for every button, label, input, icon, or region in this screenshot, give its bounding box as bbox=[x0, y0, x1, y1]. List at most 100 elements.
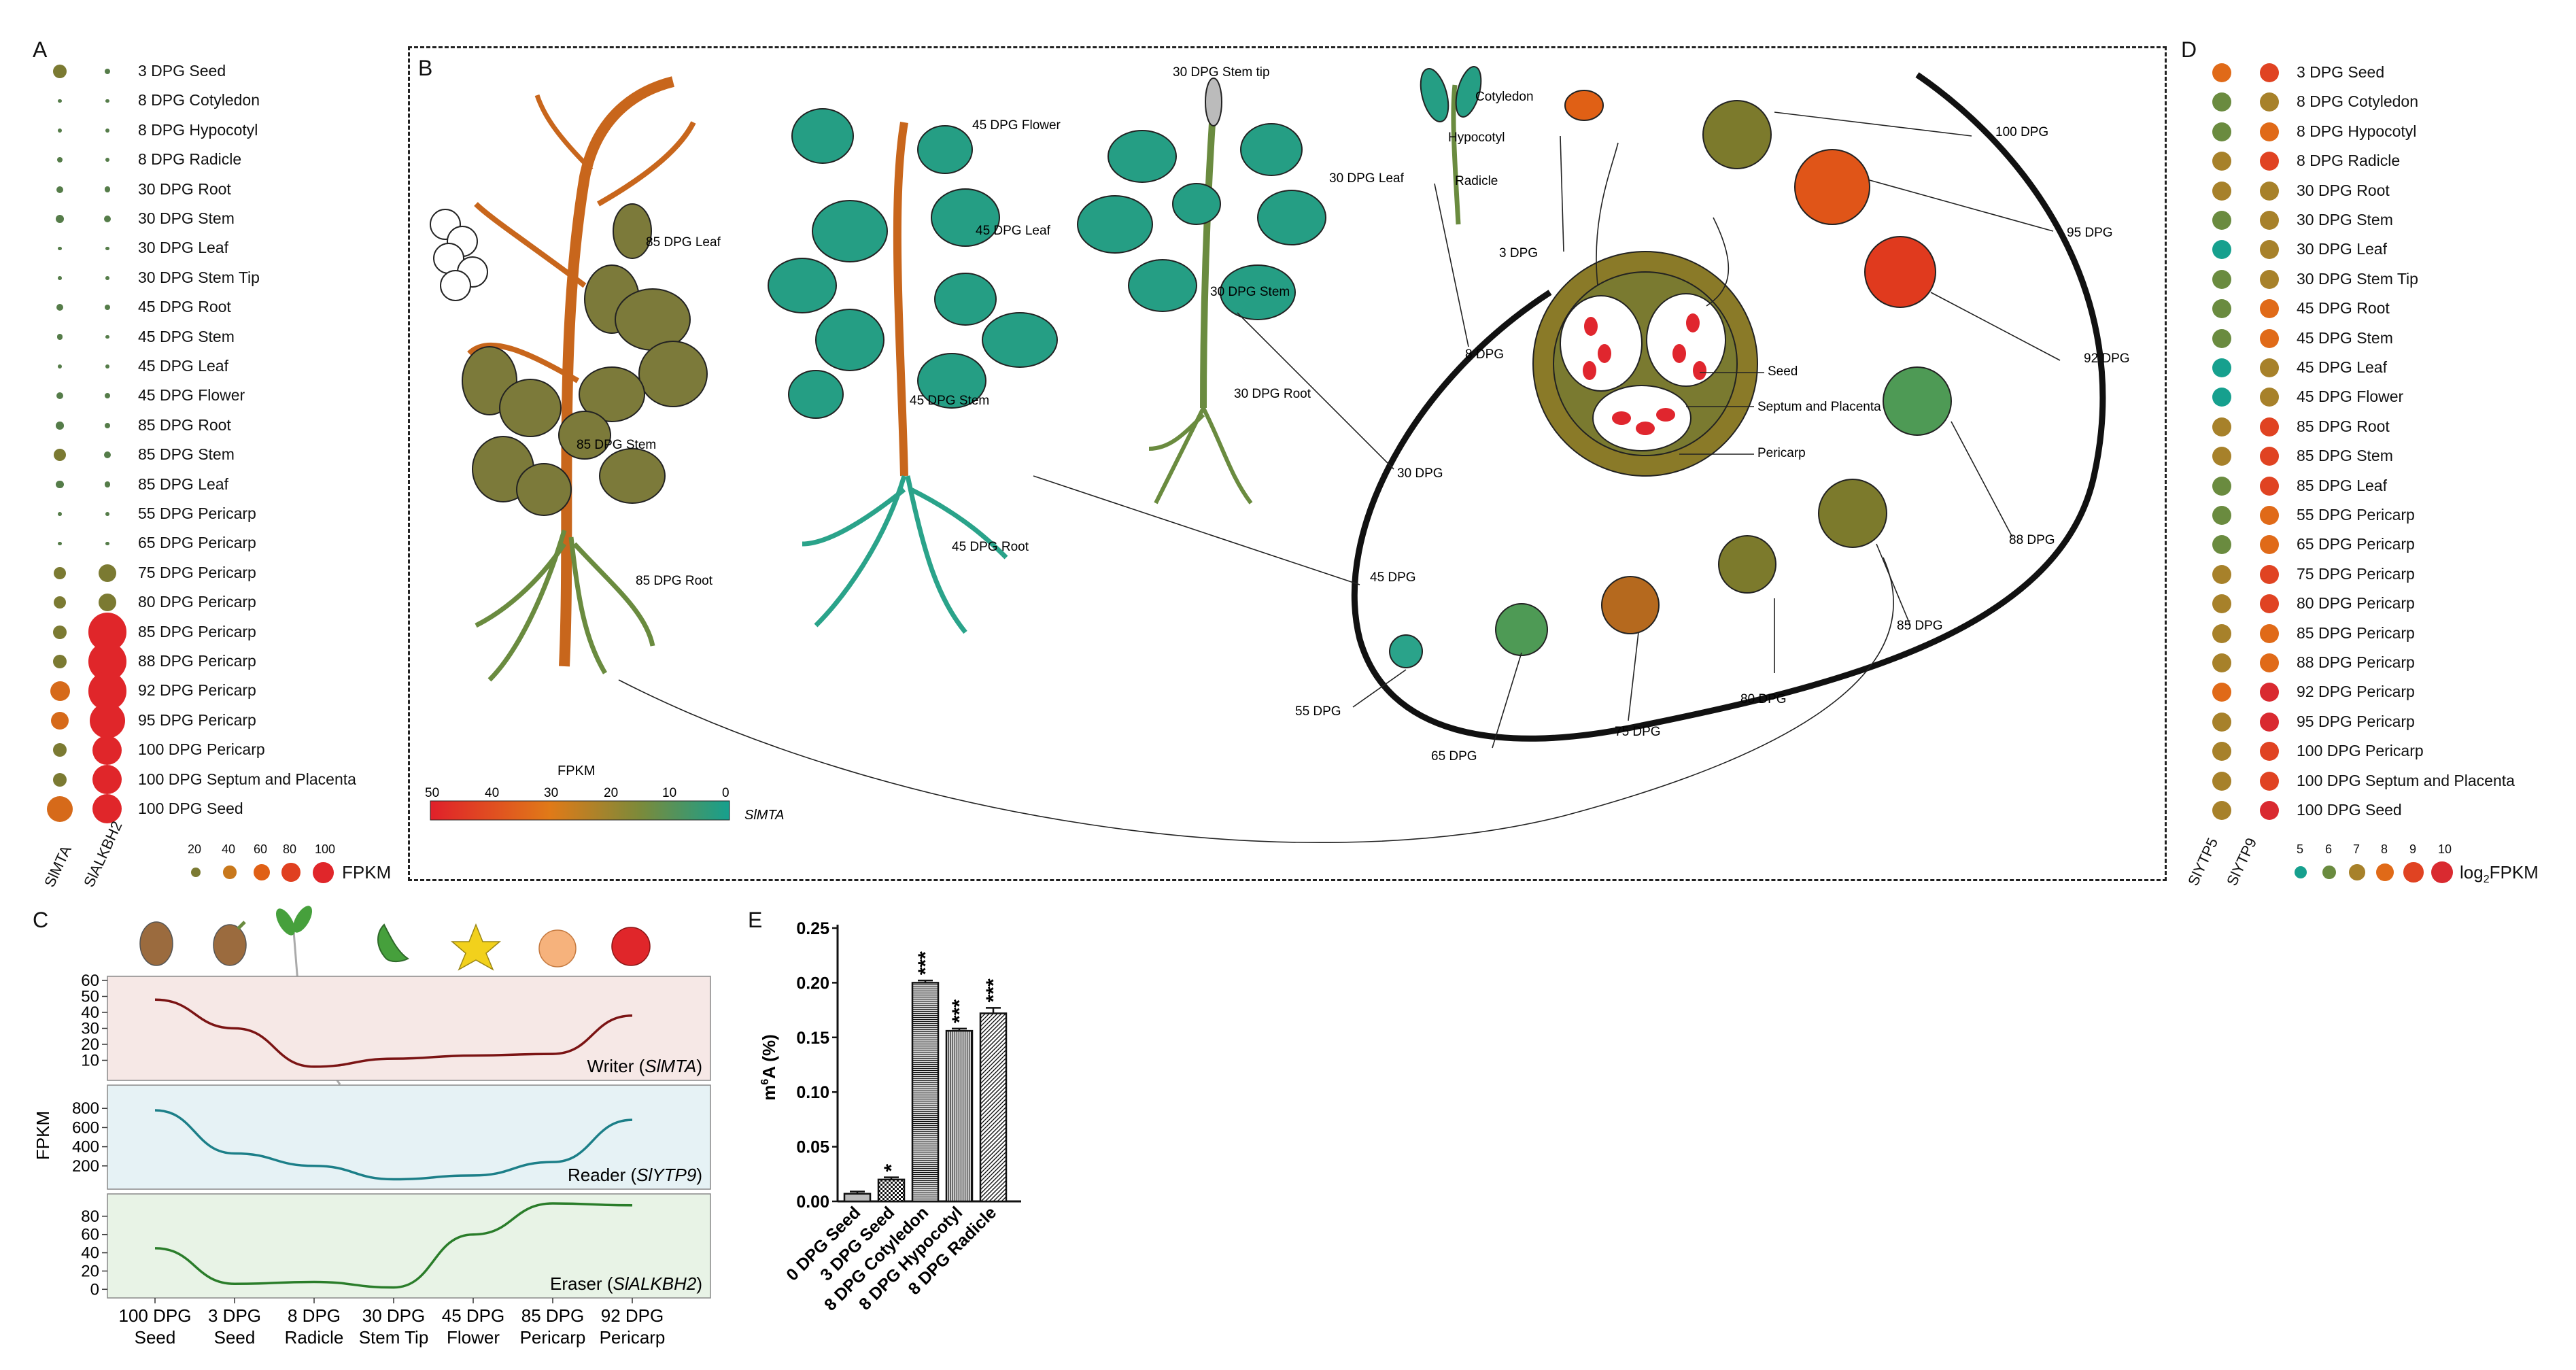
panel-a-row-label: 45 DPG Flower bbox=[138, 386, 245, 405]
panel-c-subplot-bg bbox=[107, 1193, 711, 1299]
panel-c-subplot-label: Writer (SlMTA) bbox=[587, 1056, 702, 1076]
panel-a-bubble-mta bbox=[58, 512, 62, 516]
panel-a-bubble-mta bbox=[58, 99, 62, 103]
panel-a-letter: A bbox=[33, 37, 48, 62]
panel-a-bubble-mta bbox=[53, 449, 67, 462]
panel-d-bubble-ytp5 bbox=[2212, 269, 2231, 289]
panel-c-xtick-label: Stem Tip bbox=[359, 1327, 429, 1348]
panel-d-bubble-ytp5 bbox=[2212, 211, 2231, 230]
panel-d-bubble-ytp5 bbox=[2212, 152, 2231, 171]
panel-a-bubble-mta bbox=[58, 541, 62, 546]
panel-c-ytick-label: 20 bbox=[81, 1035, 99, 1054]
panel-c-xtick-label: Flower bbox=[447, 1327, 500, 1348]
panel-d-bubble-ytp9 bbox=[2260, 447, 2279, 466]
panel-d-legend-unit: log2FPKM bbox=[2460, 862, 2539, 886]
panel-d-bubble-ytp9 bbox=[2260, 92, 2279, 112]
panel-c-xtick-label: Pericarp bbox=[520, 1327, 586, 1348]
panel-d-bubble-ytp9 bbox=[2260, 358, 2279, 377]
stage-label-45-dpg: 45 DPG bbox=[1370, 570, 1416, 585]
label-septum-placenta: Septum and Placenta bbox=[1757, 400, 1881, 414]
panel-a-bubble-alk bbox=[105, 158, 109, 162]
panel-d-row-label: 45 DPG Leaf bbox=[2297, 358, 2387, 376]
panel-e-ylabel: m6A (%) bbox=[759, 1034, 779, 1101]
panel-c-subplot-label: Reader (SlYTP9) bbox=[568, 1165, 702, 1185]
panel-e-ytick-label: 0.10 bbox=[796, 1083, 829, 1102]
panel-d-bubble-ytp5 bbox=[2212, 506, 2231, 525]
panel-a-row-label: 65 DPG Pericarp bbox=[138, 534, 256, 552]
panel-a-legend-bubble bbox=[191, 868, 201, 877]
panel-d-row-label: 8 DPG Cotyledon bbox=[2297, 92, 2418, 111]
colorbar bbox=[430, 800, 730, 821]
panel-d-legend-tick: 7 bbox=[2353, 842, 2360, 856]
colorbar-ticks: 50 40 30 20 10 0 bbox=[425, 786, 729, 800]
stage-label-80-dpg: 80 DPG bbox=[1740, 692, 1787, 706]
panel-c-xtick-label: 85 DPG bbox=[521, 1305, 585, 1326]
panel-a-bubble-alk bbox=[105, 335, 109, 339]
panel-d-bubble-ytp5 bbox=[2212, 299, 2231, 319]
panel-a-legend-tick: 100 bbox=[315, 842, 336, 856]
panel-e-bar bbox=[877, 1178, 906, 1203]
panel-a-legend-unit: FPKM bbox=[342, 862, 392, 883]
panel-e-significance: *** bbox=[948, 999, 971, 1023]
panel-a-bubble-alk bbox=[104, 68, 111, 75]
label-85-dpg-root: 85 DPG Root bbox=[636, 574, 713, 588]
svg-text:20: 20 bbox=[604, 786, 618, 800]
panel-d-bubble-ytp5 bbox=[2212, 594, 2231, 614]
panel-a-bubble-mta bbox=[56, 392, 63, 400]
panel-c-xtick-label: 92 DPG bbox=[601, 1305, 664, 1326]
panel-e-significance: *** bbox=[982, 978, 1005, 1002]
panel-d-bubble-ytp9 bbox=[2260, 328, 2279, 348]
panel-a-row-label: 85 DPG Pericarp bbox=[138, 622, 256, 640]
panel-a-bubble-alk bbox=[99, 594, 116, 612]
panel-d-bubble-ytp9 bbox=[2260, 181, 2279, 201]
panel-a-bubble-mta bbox=[56, 157, 63, 163]
panel-d-row-label: 45 DPG Root bbox=[2297, 299, 2390, 318]
panel-e-ytick-label: 0.20 bbox=[796, 974, 829, 993]
panel-a-bubble-mta bbox=[56, 422, 64, 430]
panel-e-significance: * bbox=[880, 1164, 903, 1172]
panel-a-bubble-mta bbox=[52, 772, 67, 787]
panel-c-ytick-label: 60 bbox=[81, 972, 99, 990]
panel-d-bubble-ytp9 bbox=[2260, 417, 2279, 436]
panel-d-bubble-ytp5 bbox=[2212, 742, 2231, 761]
stage-label-88-dpg: 88 DPG bbox=[2009, 533, 2055, 547]
panel-d-legend-tick: 6 bbox=[2325, 842, 2333, 856]
panel-d-bubble-ytp5 bbox=[2212, 181, 2231, 201]
panel-a-bubble-alk bbox=[105, 512, 109, 516]
seedling-illustration bbox=[1420, 66, 1482, 225]
panel-e-ytick-label: 0.15 bbox=[796, 1029, 829, 1048]
panel-a-bubble-mta bbox=[58, 364, 62, 369]
panel-d-bubble-ytp9 bbox=[2260, 240, 2279, 260]
panel-d-legend-tick: 5 bbox=[2297, 842, 2304, 856]
svg-text:10: 10 bbox=[662, 786, 676, 800]
panel-a-bubble-mta bbox=[53, 596, 67, 609]
stage-label-55-dpg: 55 DPG bbox=[1295, 704, 1341, 719]
stage-label-92-dpg: 92 DPG bbox=[2084, 352, 2130, 366]
panel-d-row-label: 30 DPG Root bbox=[2297, 181, 2390, 199]
stage-label-8-dpg: 8 DPG bbox=[1465, 347, 1504, 362]
panel-d-row-label: 65 DPG Pericarp bbox=[2297, 535, 2415, 553]
panel-d-bubble-ytp9 bbox=[2260, 712, 2279, 732]
panel-d-row-label: 85 DPG Stem bbox=[2297, 447, 2393, 465]
panel-a-bubble-alk bbox=[105, 275, 109, 280]
panel-c-ytick-label: 40 bbox=[81, 1004, 99, 1022]
stage-label-3-dpg: 3 DPG bbox=[1499, 246, 1538, 260]
panel-d-row-label: 95 DPG Pericarp bbox=[2297, 712, 2415, 730]
panel-a-row-label: 100 DPG Septum and Placenta bbox=[138, 770, 356, 788]
stage-label-100-dpg: 100 DPG bbox=[1995, 125, 2048, 139]
panel-a-bubble-mta bbox=[51, 711, 69, 730]
panel-d-row-label: 30 DPG Leaf bbox=[2297, 240, 2387, 258]
panel-d-bubble-ytp5 bbox=[2212, 328, 2231, 348]
panel-d-bubble-ytp5 bbox=[2212, 240, 2231, 260]
label-hypocotyl: Hypocotyl bbox=[1448, 131, 1505, 145]
panel-a-legend-bubble bbox=[253, 863, 270, 880]
panel-d-legend-bubble bbox=[2349, 864, 2365, 880]
panel-a-bubble-alk bbox=[105, 99, 109, 103]
panel-d-bubble-ytp5 bbox=[2212, 801, 2231, 820]
panel-d-letter: D bbox=[2181, 37, 2197, 62]
panel-a-bubble-mta bbox=[53, 566, 67, 579]
panel-d-bubble-ytp9 bbox=[2260, 152, 2279, 171]
panel-c-series-line bbox=[154, 1202, 633, 1289]
label-radicle: Radicle bbox=[1455, 174, 1498, 188]
panel-a-row-label: 88 DPG Pericarp bbox=[138, 652, 256, 670]
